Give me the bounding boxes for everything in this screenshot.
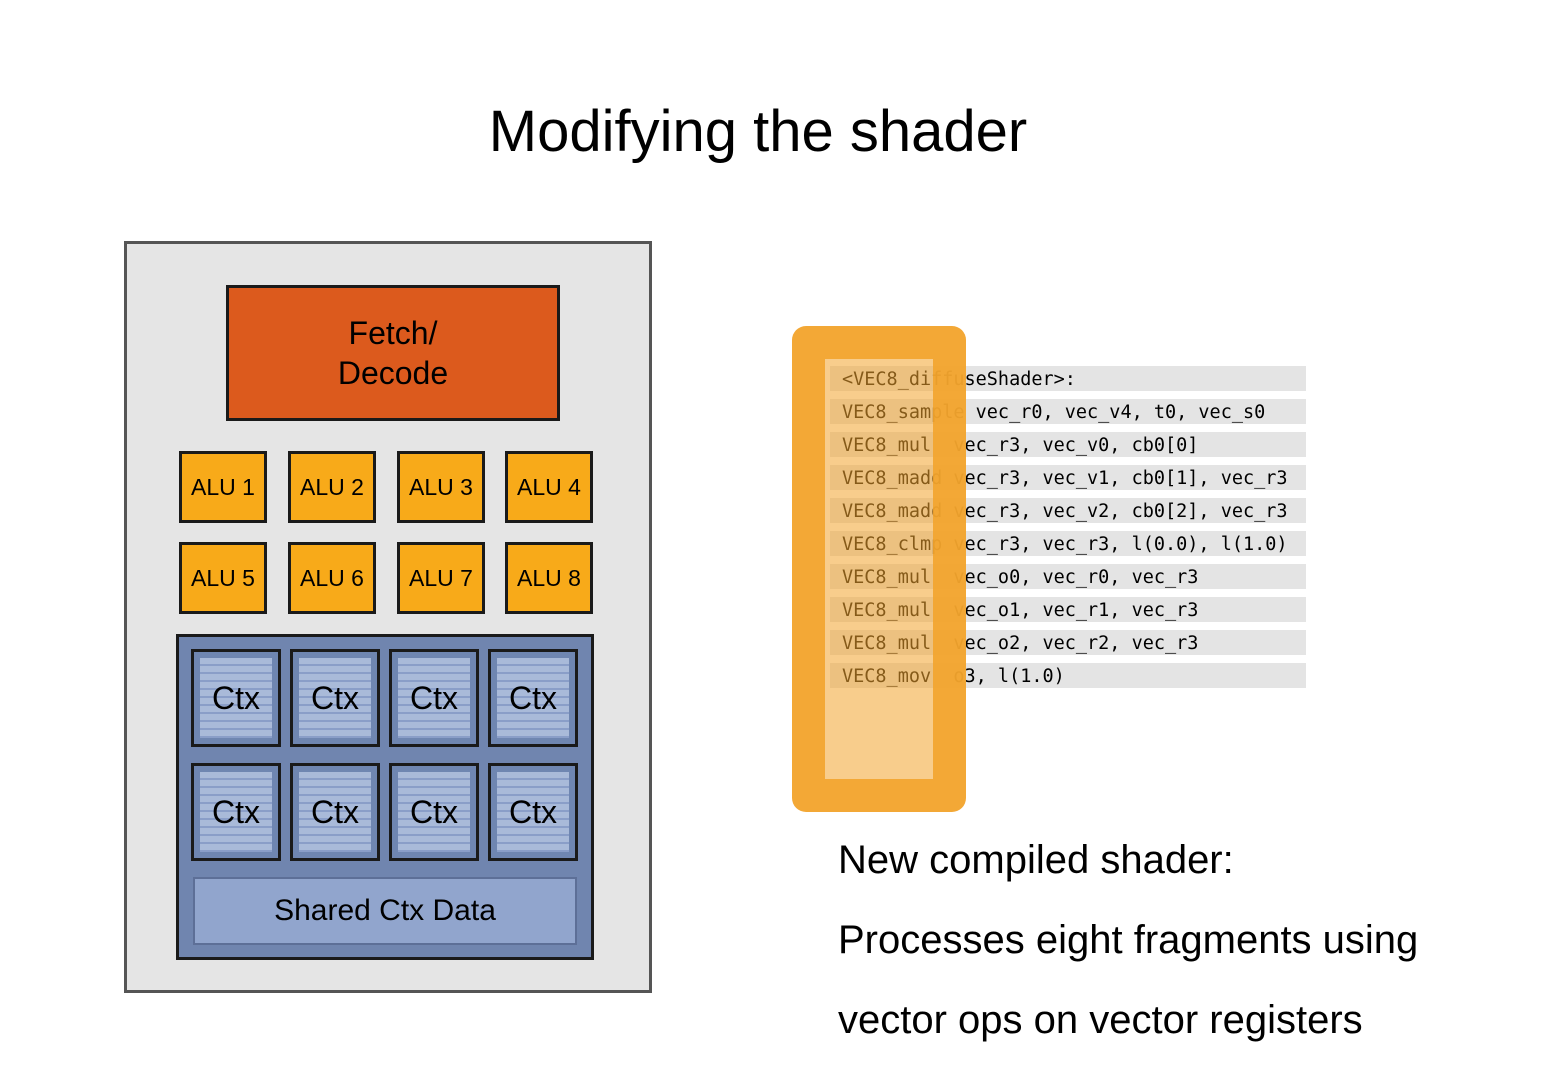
alu-unit: ALU 8 — [505, 542, 593, 614]
ctx-label: Ctx — [299, 772, 371, 852]
context-storage: Ctx Ctx Ctx Ctx Ctx Ctx Ctx Ctx Shared C… — [176, 634, 594, 960]
ctx-label: Ctx — [398, 658, 470, 738]
alu-unit: ALU 3 — [397, 451, 485, 523]
description-line-3: vector ops on vector registers — [838, 998, 1363, 1042]
execution-context: Ctx — [191, 763, 281, 861]
ctx-label: Ctx — [200, 772, 272, 852]
shared-context-data: Shared Ctx Data — [193, 877, 577, 945]
ctx-label: Ctx — [497, 658, 569, 738]
alu-unit: ALU 7 — [397, 542, 485, 614]
slide-title: Modifying the shader — [488, 99, 1028, 164]
ctx-label: Ctx — [299, 658, 371, 738]
alu-unit: ALU 5 — [179, 542, 267, 614]
processor-core-diagram: Fetch/ Decode ALU 1 ALU 2 ALU 3 ALU 4 AL… — [124, 241, 652, 993]
ctx-label: Ctx — [200, 658, 272, 738]
execution-context: Ctx — [191, 649, 281, 747]
description-line-1: New compiled shader: — [838, 838, 1234, 882]
execution-context: Ctx — [290, 763, 380, 861]
ctx-label: Ctx — [497, 772, 569, 852]
alu-unit: ALU 2 — [288, 451, 376, 523]
execution-context: Ctx — [389, 763, 479, 861]
alu-unit: ALU 6 — [288, 542, 376, 614]
execution-context: Ctx — [389, 649, 479, 747]
alu-unit: ALU 4 — [505, 451, 593, 523]
ctx-label: Ctx — [398, 772, 470, 852]
execution-context: Ctx — [488, 763, 578, 861]
fetch-decode-unit: Fetch/ Decode — [226, 285, 560, 421]
alu-unit: ALU 1 — [179, 451, 267, 523]
description-line-2: Processes eight fragments using — [838, 918, 1419, 962]
execution-context: Ctx — [290, 649, 380, 747]
instruction-prefix-highlight — [792, 326, 966, 812]
execution-context: Ctx — [488, 649, 578, 747]
